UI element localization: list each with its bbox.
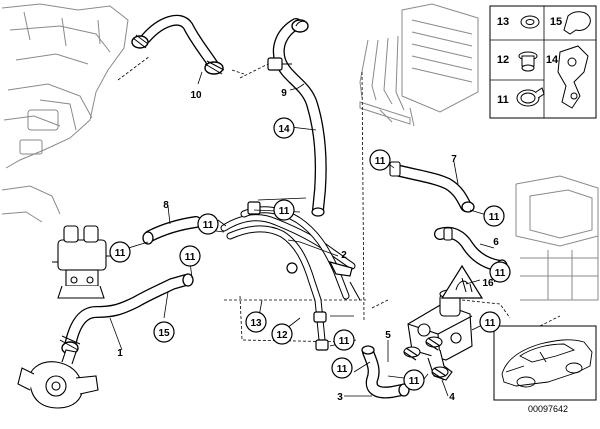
callout-circle: 11	[369, 149, 391, 171]
svg-text:11: 11	[409, 376, 420, 387]
svg-text:11: 11	[375, 156, 386, 167]
radiator-outline	[515, 175, 599, 301]
svg-text:11: 11	[339, 336, 350, 347]
callout-1: 1	[117, 348, 123, 359]
callout-8: 8	[163, 200, 169, 211]
control-valve-left	[52, 225, 114, 299]
diagram-part-number: 00097642	[528, 404, 568, 414]
svg-text:15: 15	[158, 328, 170, 339]
callout-circle: 12	[271, 323, 293, 345]
callout-circle: 11	[489, 261, 511, 283]
callout-10: 10	[190, 90, 202, 101]
legend-label-14: 14	[546, 54, 559, 66]
callout-circle: 11	[331, 357, 353, 379]
callout-circle: 13	[245, 311, 267, 333]
hose-8	[142, 216, 202, 245]
callout-circle: 11	[273, 199, 295, 221]
svg-text:11: 11	[115, 248, 126, 259]
callout-6: 6	[493, 237, 499, 248]
engine-block-outline	[1, 3, 129, 223]
hose-clamps	[403, 336, 449, 381]
hose-10	[131, 14, 225, 75]
clamp	[431, 366, 449, 381]
callout-circle: 11	[483, 205, 505, 227]
svg-text:12: 12	[276, 330, 288, 341]
hose-9-14	[267, 18, 327, 217]
water-pump	[17, 349, 99, 409]
legend-label-12: 12	[497, 54, 509, 66]
callout-circle: 11	[403, 369, 425, 391]
callout-5: 5	[385, 330, 391, 341]
svg-text:11: 11	[495, 268, 506, 279]
legend-14-part	[557, 45, 589, 109]
legend-12-part	[518, 51, 538, 72]
vehicle-inset	[493, 325, 597, 401]
svg-text:11: 11	[185, 252, 196, 263]
callout-4: 4	[449, 392, 455, 403]
svg-text:11: 11	[203, 220, 214, 231]
heater-core-outline	[359, 3, 479, 127]
legend-label-13: 13	[497, 16, 509, 28]
legend-label-11: 11	[497, 94, 509, 106]
svg-text:13: 13	[250, 318, 262, 329]
callout-3: 3	[337, 392, 343, 403]
legend-13-part	[520, 15, 540, 29]
callout-circle: 11	[197, 213, 219, 235]
leader-lines-dashed	[117, 55, 561, 343]
svg-text:11: 11	[337, 364, 348, 375]
callout-16: 16	[482, 278, 494, 289]
svg-text:11: 11	[489, 212, 500, 223]
clamp	[403, 346, 421, 361]
callout-circle: 11	[479, 311, 501, 333]
callout-circle: 11	[179, 245, 201, 267]
callout-circle: 11	[333, 329, 355, 351]
callout-circle: 11	[109, 241, 131, 263]
callout-circle: 15	[153, 321, 175, 343]
clamp	[425, 336, 443, 351]
legend-box: 13 15 12 14 11	[489, 5, 597, 119]
svg-text:14: 14	[278, 124, 290, 135]
pipe-assembly-2	[220, 201, 361, 351]
warning-label-16	[440, 264, 484, 299]
svg-text:11: 11	[279, 206, 290, 217]
hose-7	[390, 164, 475, 213]
legend-11-part	[516, 87, 545, 107]
svg-text:11: 11	[485, 318, 496, 329]
callout-7: 7	[451, 154, 457, 165]
number-callouts: 10 9 8 7 6 2 16 5 1 3 4	[117, 88, 499, 403]
legend-label-15: 15	[550, 16, 562, 28]
hose-3	[361, 345, 410, 399]
legend-15-part	[563, 11, 591, 35]
pipe-connector-right	[389, 161, 453, 241]
callout-circle: 14	[273, 117, 295, 139]
circle-callouts: 14 11 11 11 11 11 11 11 11 11 11 11 13 1…	[109, 117, 511, 391]
callout-2: 2	[341, 250, 347, 261]
callout-9: 9	[281, 88, 287, 99]
